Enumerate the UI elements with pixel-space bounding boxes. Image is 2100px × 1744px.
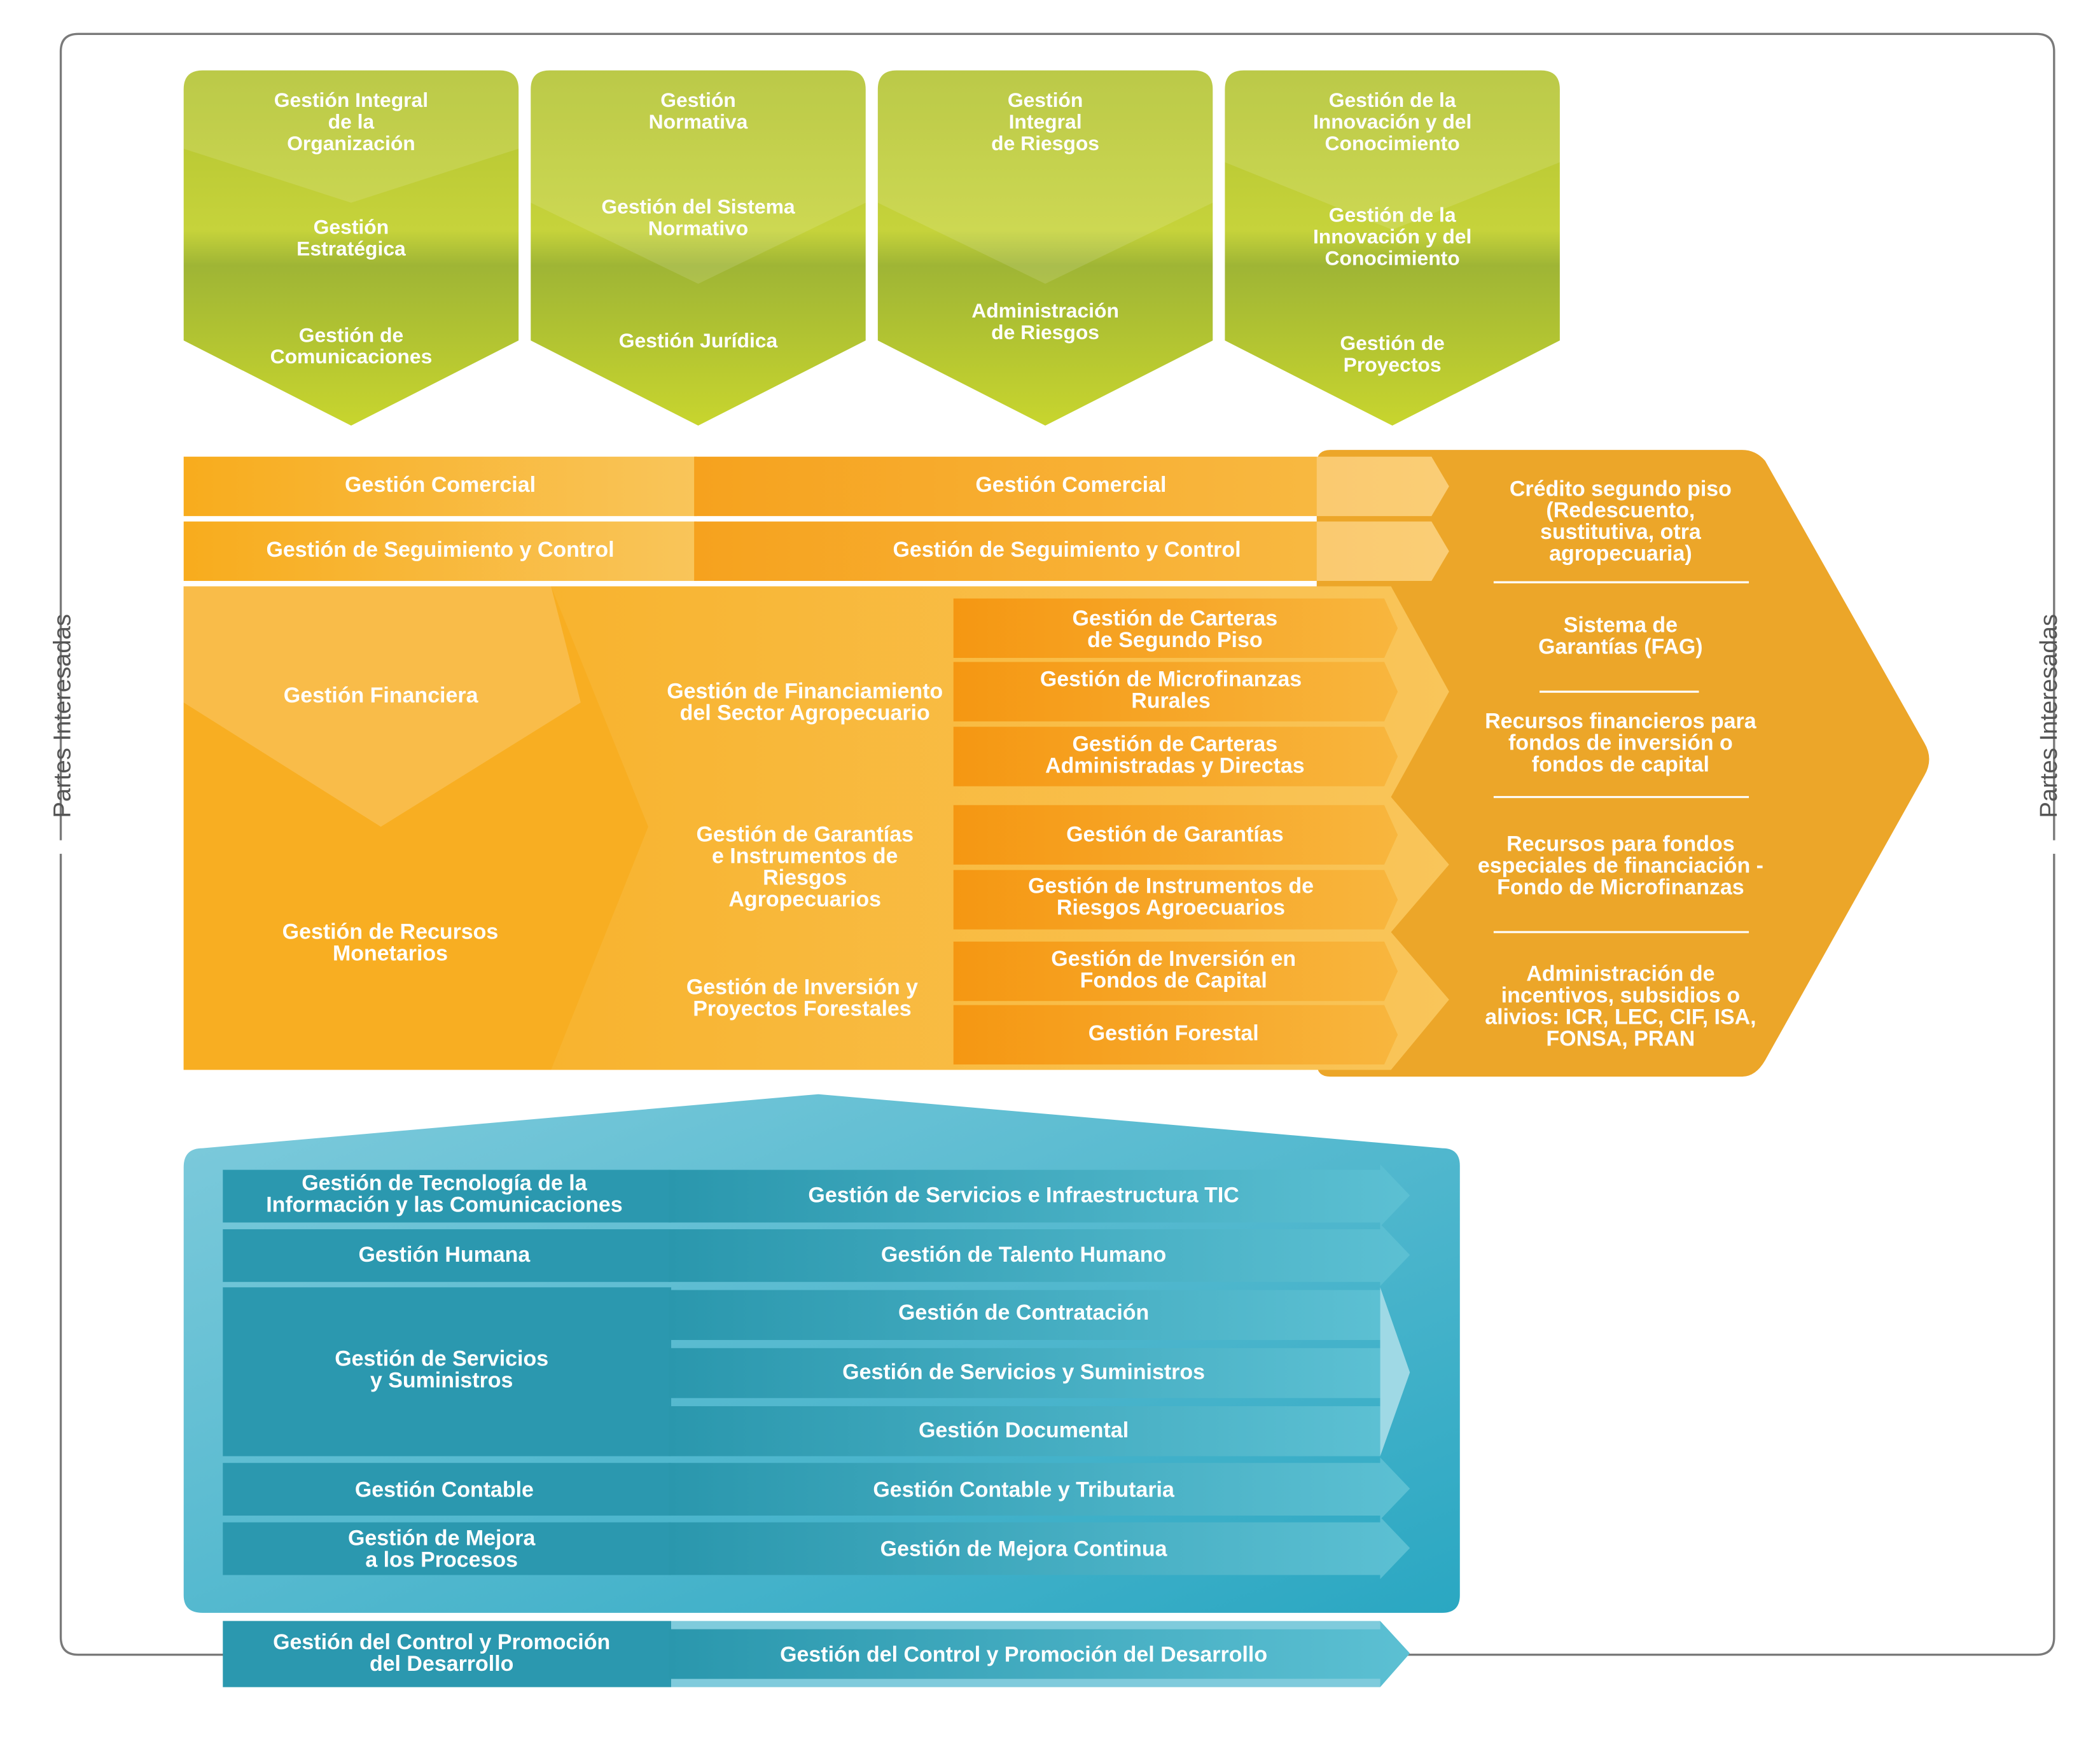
support-left-contable-label: Gestión Contable [355,1477,534,1502]
row1-right-bar [694,456,1449,517]
strategic-chevron-4 [1225,70,1560,426]
support-left-mejora [223,1522,672,1575]
support-right-contratacion [668,1290,1380,1341]
support-right-humana-label: Gestión de Talento Humano [881,1243,1166,1267]
support-right-suministros [668,1348,1380,1399]
products-arrow [1316,450,1930,1077]
sub-bar-microfinanzas [953,662,1398,722]
row2-right-label: Gestión de Seguimiento y Control [893,538,1241,562]
row1-left-bar [183,456,697,517]
strategic-chevron-1 [183,70,519,426]
control-right [668,1621,1410,1687]
sub-bar-carteras-segundo-piso [953,598,1398,659]
support-right-contratacion-label: Gestión de Contratación [898,1301,1149,1325]
support-right-suministros-label: Gestión de Servicios y Suministros [842,1360,1205,1385]
row2-left-label: Gestión de Seguimiento y Control [267,538,615,562]
support-right-mejora [668,1517,1410,1579]
row1-right-tip [1316,456,1449,517]
support-right-mejora-label: Gestión de Mejora Continua [880,1537,1168,1561]
support-left-humana [223,1229,672,1282]
stakeholders-label-left: Partes Interesadas [48,614,76,818]
mission-processes: Gestión Comercial Gestión Comercial Gest… [183,450,1930,1077]
sub-bar-garantias [953,805,1398,865]
financial-label: Gestión Financiera [284,683,479,708]
row1-left-label: Gestión Comercial [345,473,536,497]
row1-right-label: Gestión Comercial [975,473,1166,497]
strategic-2-item-3: Gestión Jurídica [619,329,778,352]
strategic-chevron-2 [531,70,866,426]
support-left-humana-label: Gestión Humana [359,1243,531,1267]
row2-left-bar [183,521,697,582]
row2-right-bar [694,521,1449,582]
product-credito: Crédito segundo piso(Redescuento,sustitu… [1510,477,1732,566]
control-band [671,1621,1380,1687]
support-left-servicios [223,1287,672,1456]
support-right-contable [668,1457,1410,1520]
control-left [223,1621,672,1687]
support-right-documental-label: Gestión Documental [919,1418,1129,1442]
row2-right-tip [1316,521,1449,582]
strategic-inner-chevrons [183,70,1560,284]
support-left-contable [223,1463,672,1516]
support-right-tic [668,1164,1410,1227]
sub-bar-carteras-administradas [953,727,1398,786]
support-right-documental [668,1406,1380,1456]
support-left-tic [223,1169,672,1223]
strategic-chevron-3 [877,70,1213,426]
sub-label-garantias: Gestión de Garantías [1066,823,1284,847]
sub-bar-instrumentos-riesgos [953,870,1398,930]
support-right-tic-label: Gestión de Servicios e Infraestructura T… [808,1183,1239,1208]
support-right-contable-label: Gestión Contable y Tributaria [873,1477,1175,1502]
stakeholders-label-right: Partes Interesadas [2035,614,2062,818]
sub-bar-forestal [953,1005,1398,1065]
support-right-humana [668,1224,1410,1287]
sub-bar-inversion-fondos [953,941,1398,1001]
control-right-label: Gestión del Control y Promoción del Desa… [780,1642,1267,1666]
sub-label-forestal: Gestión Forestal [1088,1021,1259,1045]
financial-inner-chevron [183,586,581,827]
support-right-servicios-arrow [1380,1287,1410,1456]
financial-left-chevron [183,586,648,1070]
